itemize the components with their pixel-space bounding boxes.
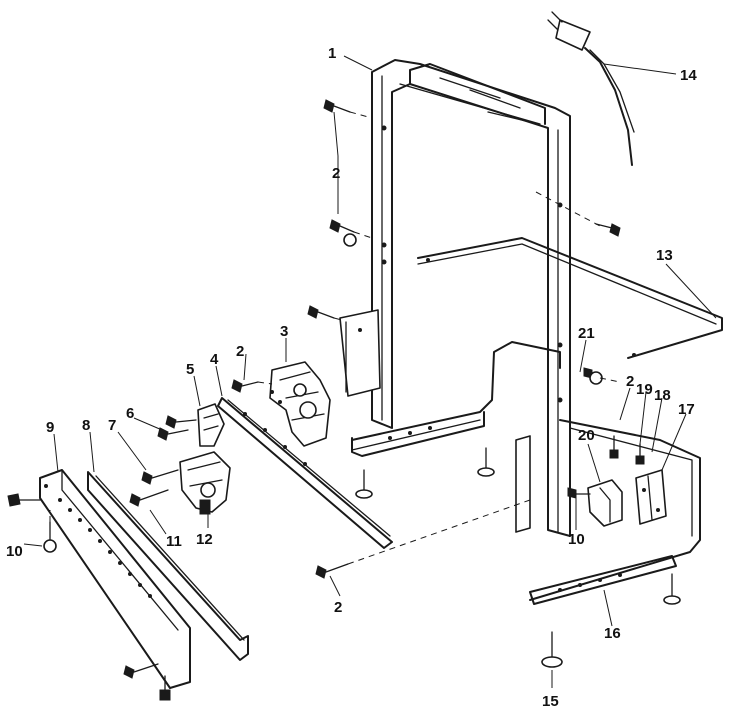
callout-21: 21 [578, 325, 595, 342]
callout-6: 6 [126, 405, 134, 422]
callout-18: 18 [654, 387, 671, 404]
switch-part [197, 403, 225, 447]
callout-20: 20 [578, 427, 595, 444]
base-frame-part [351, 341, 701, 601]
callout-10: 10 [568, 531, 585, 548]
small-bracket-part [587, 479, 623, 527]
callout-12: 12 [196, 531, 213, 548]
callout-17: 17 [678, 401, 695, 418]
callout-2: 2 [626, 373, 634, 390]
callout-5: 5 [186, 361, 194, 378]
corner-bracket-part [635, 469, 667, 525]
water-valve-part [269, 361, 331, 447]
tub-frame-part [371, 59, 571, 537]
callout-1: 1 [328, 45, 336, 62]
callout-15: 15 [542, 693, 559, 710]
callout-13: 13 [656, 247, 673, 264]
callout-16: 16 [604, 625, 621, 642]
angle-bracket-part [87, 471, 249, 661]
callout-8: 8 [82, 417, 90, 434]
callout-11: 11 [166, 533, 182, 550]
switch-assembly-part [179, 451, 231, 515]
callout-3: 3 [280, 323, 288, 340]
callout-2: 2 [332, 165, 340, 182]
toe-panel-bracket-part [39, 469, 191, 689]
callout-4: 4 [210, 351, 219, 368]
callout-9: 9 [46, 419, 54, 436]
mounting-rail-part [217, 397, 393, 549]
callout-2: 2 [236, 343, 244, 360]
power-cord-part [547, 11, 635, 166]
screw-fasteners [7, 99, 681, 701]
callout-14: 14 [680, 67, 697, 84]
lower-rail-part [529, 555, 677, 605]
leader-lines [23, 55, 717, 688]
frame-bracket-part [339, 309, 381, 397]
alignment-lines [49, 111, 621, 565]
cross-brace-part [417, 237, 723, 359]
callout-7: 7 [108, 417, 116, 434]
part-callouts: 1 2 2 2 2 3 4 5 6 7 8 9 10 10 11 12 13 1… [6, 45, 697, 710]
vertical-bracket-part [515, 435, 531, 533]
callout-10: 10 [6, 543, 23, 560]
callout-19: 19 [636, 381, 653, 398]
callout-2: 2 [334, 599, 342, 616]
